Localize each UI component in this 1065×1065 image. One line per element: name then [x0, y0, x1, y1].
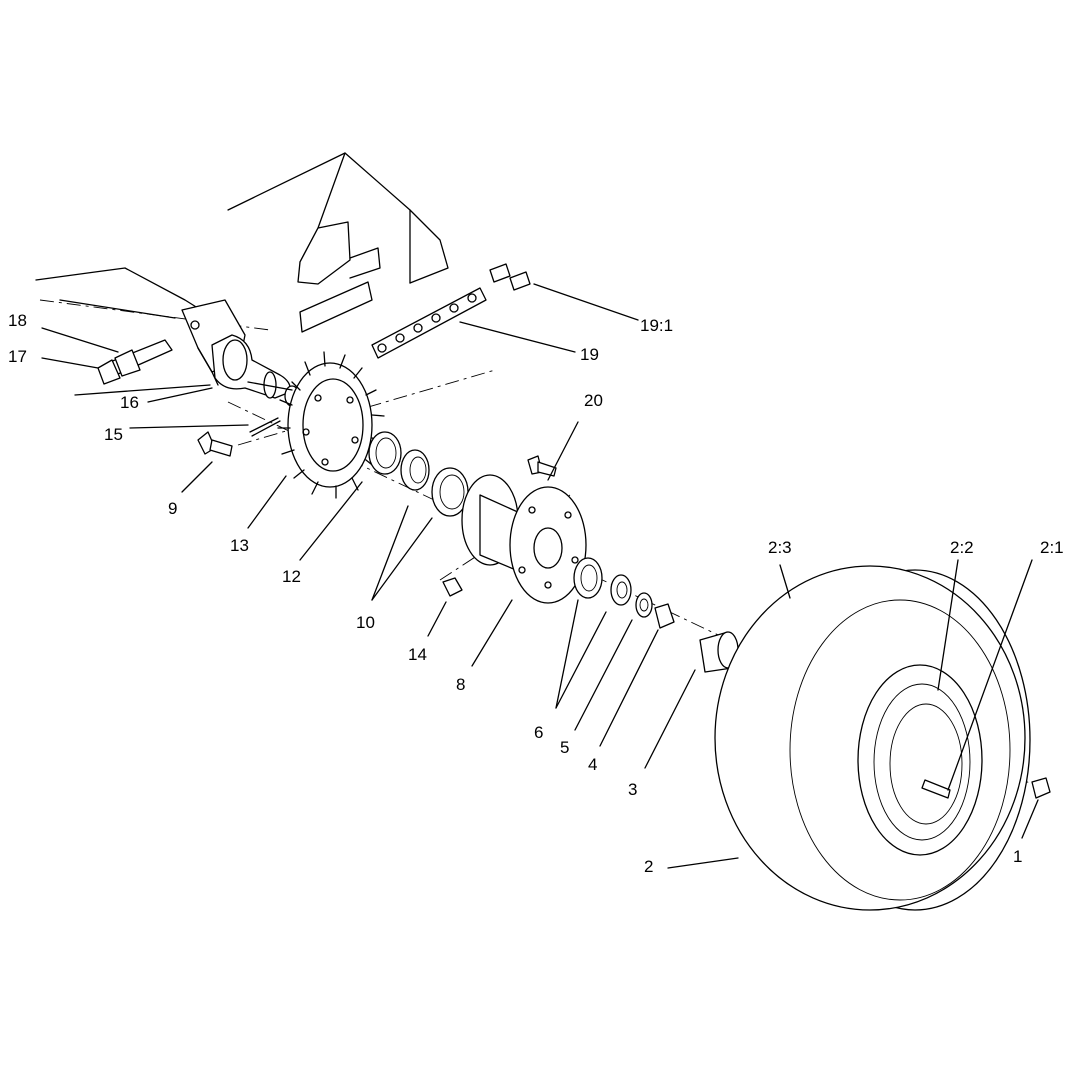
axle-shaft: [211, 334, 300, 407]
stud-bolt: [97, 339, 173, 385]
label-20: 20: [584, 391, 603, 410]
label-16: 16: [120, 393, 139, 412]
label-6: 6: [534, 723, 543, 742]
wheel-nut: [1031, 777, 1051, 799]
master-link: [489, 263, 531, 291]
bearing-outer: [573, 557, 739, 673]
lug-nut-14: [442, 577, 463, 597]
label-2-3: 2:3: [768, 538, 792, 557]
wheel-hub: [461, 474, 587, 604]
cotter-pin: [249, 417, 281, 437]
label-14: 14: [408, 645, 427, 664]
label-19-1: 19:1: [640, 316, 673, 335]
label-19: 19: [580, 345, 599, 364]
tire-wheel: [714, 565, 1031, 911]
bolt-9: [197, 431, 233, 457]
label-15: 15: [104, 425, 123, 444]
label-2-2: 2:2: [950, 538, 974, 557]
label-17: 17: [8, 347, 27, 366]
label-10: 10: [356, 613, 375, 632]
roller-chain: [371, 287, 487, 359]
label-1: 1: [1013, 847, 1022, 866]
leader-lines: [41, 283, 1039, 869]
label-18: 18: [8, 311, 27, 330]
label-3: 3: [628, 780, 637, 799]
label-2: 2: [644, 857, 653, 876]
bearing-inner: [368, 431, 469, 517]
label-4: 4: [588, 755, 597, 774]
label-5: 5: [560, 738, 569, 757]
label-12: 12: [282, 567, 301, 586]
label-8: 8: [456, 675, 465, 694]
sprocket: [277, 351, 385, 499]
label-9: 9: [168, 499, 177, 518]
label-13: 13: [230, 536, 249, 555]
callout-labels: 1 2 2:1 2:2 2:3 3 4 5 6 8 9 10 12 13 14 …: [8, 311, 1064, 876]
label-2-1: 2:1: [1040, 538, 1064, 557]
